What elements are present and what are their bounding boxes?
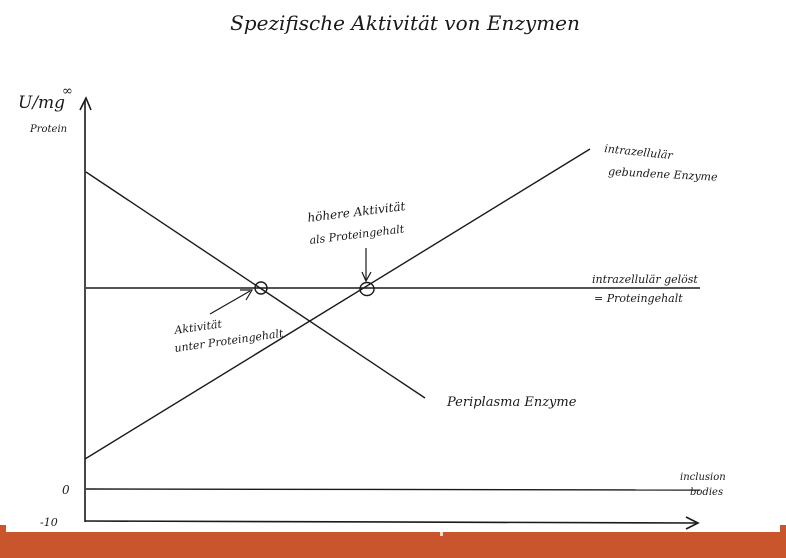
x-axis xyxy=(84,520,697,524)
y-axis-sublabel: Protein xyxy=(29,124,67,135)
series-label-intracellular-soluble-2: = Proteingehalt xyxy=(594,292,683,305)
footer-bar xyxy=(0,532,786,558)
left-accent-strip xyxy=(0,525,6,535)
arrow-lower-activity-head xyxy=(240,289,254,301)
marker-higher-activity xyxy=(359,281,375,297)
annotation-higher-activity-2: als Proteingehalt xyxy=(309,222,406,247)
annotation-lower-activity-1: Aktivität xyxy=(173,317,224,337)
y-axis-label: U/mg xyxy=(18,93,65,113)
series-line-inclusion-bodies xyxy=(85,488,701,491)
y-tick-label-0: 0 xyxy=(62,483,70,497)
series-label-intracellular-bound-2: gebundene Enzyme xyxy=(608,165,718,184)
x-axis-arrow xyxy=(685,516,700,530)
series-label-inclusion-1: inclusion xyxy=(680,472,726,483)
series-label-periplasma: Periplasma Enzyme xyxy=(446,395,577,410)
y-axis-arrow xyxy=(79,96,92,111)
arrow-higher-activity-head xyxy=(361,271,372,283)
chart-title: Spezifische Aktivität von Enzymen xyxy=(230,11,580,35)
right-accent-strip xyxy=(780,525,786,535)
y-tick-label-minus10: -10 xyxy=(40,516,58,529)
arrow-lower-activity xyxy=(209,290,251,315)
footer-bar-marker xyxy=(440,532,443,536)
series-line-intracellular-bound xyxy=(84,148,591,460)
annotation-higher-activity-1: höhere Aktivität xyxy=(307,199,407,225)
y-axis-infinity: ∞ xyxy=(62,84,73,99)
series-label-intracellular-bound-1: intrazellulär xyxy=(604,142,674,162)
series-label-intracellular-soluble-1: intrazellulär gelöst xyxy=(592,273,698,286)
marker-lower-activity xyxy=(254,281,268,295)
footer-bar-fill xyxy=(0,532,786,558)
series-label-inclusion-2: bodies xyxy=(690,487,723,498)
footer-bar-graphic xyxy=(0,532,786,558)
